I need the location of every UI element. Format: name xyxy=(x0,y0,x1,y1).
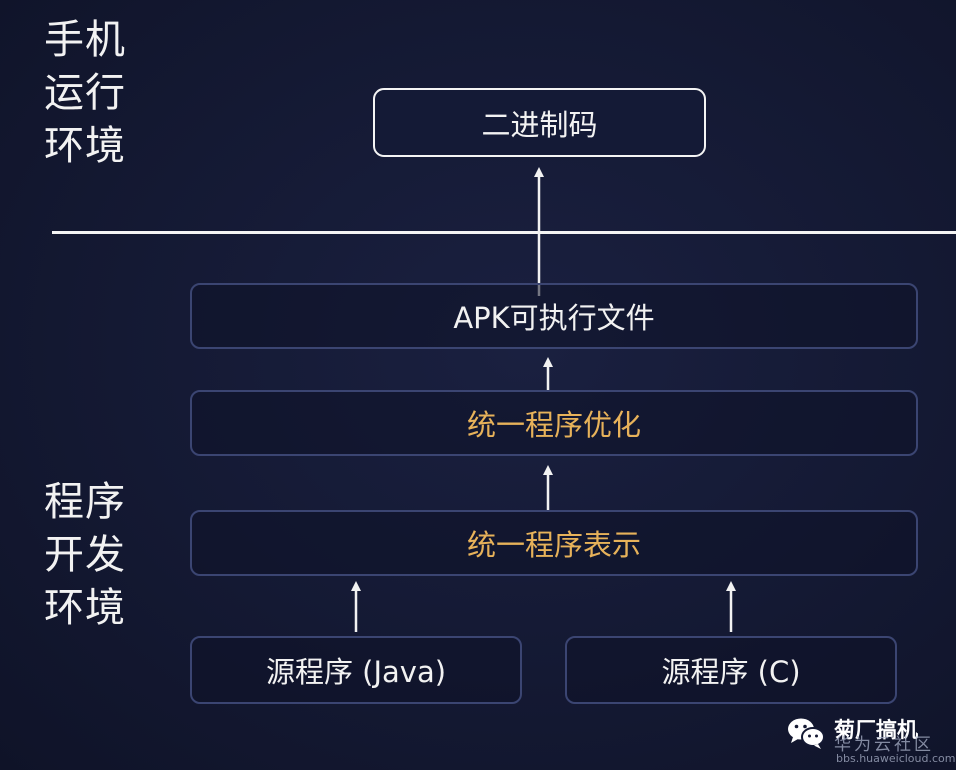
c-source-node: 源程序 (C) xyxy=(565,636,897,704)
watermark-account-name: 菊厂搞机 xyxy=(834,718,918,742)
runtime-environment-label: 手机 运行 环境 xyxy=(44,17,126,169)
java-source-node: 源程序 (Java) xyxy=(190,636,522,704)
binary-code-node: 二进制码 xyxy=(373,88,706,157)
watermark-url: bbs.huaweicloud.com xyxy=(836,752,956,765)
watermark: 菊厂搞机 华为云社区 bbs.huaweicloud.com xyxy=(786,712,956,766)
unified-optimization-node: 统一程序优化 xyxy=(190,390,918,456)
environment-divider xyxy=(52,231,956,234)
apk-executable-node: APK可执行文件 xyxy=(190,283,918,349)
development-environment-label: 程序 开发 环境 xyxy=(44,479,126,631)
watermark-site-name: 华为云社区 xyxy=(834,735,934,755)
wechat-icon xyxy=(788,718,825,749)
unified-representation-node: 统一程序表示 xyxy=(190,510,918,576)
